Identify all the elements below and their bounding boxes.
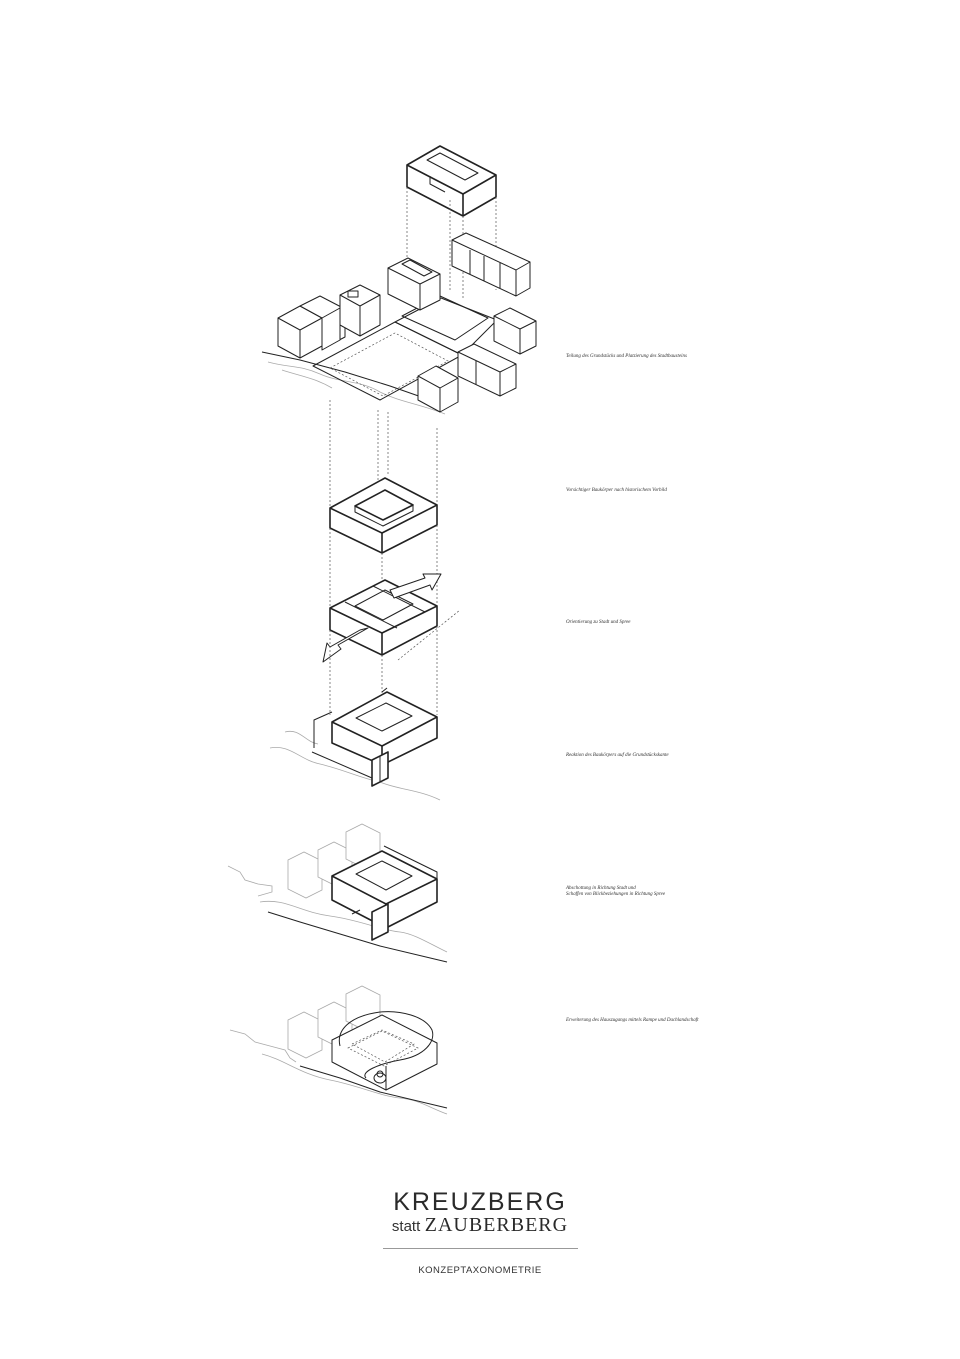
- step2-caption: Vorsichtiger Baukörper nach historischem…: [566, 488, 667, 493]
- step1-caption: Teilung des Grundstücks und Platzierung …: [566, 354, 687, 359]
- title-block: KREUZBERG statt ZAUBERBERG KONZEPTAXONOM…: [380, 1188, 580, 1276]
- step1-context-left: [277, 284, 381, 359]
- title-main: KREUZBERG: [393, 1188, 567, 1216]
- step6-caption: Erweiterung des Hauszugangs mittels Ramp…: [566, 1018, 699, 1023]
- step2-courtyard-block: [329, 477, 438, 632]
- step5-shielding-block: [227, 823, 448, 963]
- step3-orientation-block: [322, 573, 461, 745]
- step1-context-center: [387, 257, 441, 311]
- title-caption: KONZEPTAXONOMETRIE: [418, 1265, 542, 1276]
- step1-exploded-block: [406, 145, 497, 217]
- title-subline: statt ZAUBERBERG: [380, 1214, 580, 1238]
- step3-caption: Orientierung zu Stadt und Spree: [566, 620, 631, 625]
- title-sub-small: statt: [391, 1218, 421, 1235]
- step4-reaction-block: [269, 687, 441, 801]
- title-divider: [382, 1248, 578, 1249]
- step1-site-axonometry: [261, 145, 537, 512]
- step6-ramp-roof: [229, 985, 448, 1115]
- step4-caption: Reaktion des Baukörpers auf die Grundstü…: [566, 753, 669, 758]
- arrow-to-city: [389, 573, 442, 599]
- step1-context-right: [417, 232, 537, 413]
- arrow-to-spree: [322, 627, 369, 663]
- step5-caption: Abschottung in Richtung Stadt und Schaff…: [566, 886, 666, 897]
- title-sub-big: ZAUBERBERG: [424, 1214, 569, 1236]
